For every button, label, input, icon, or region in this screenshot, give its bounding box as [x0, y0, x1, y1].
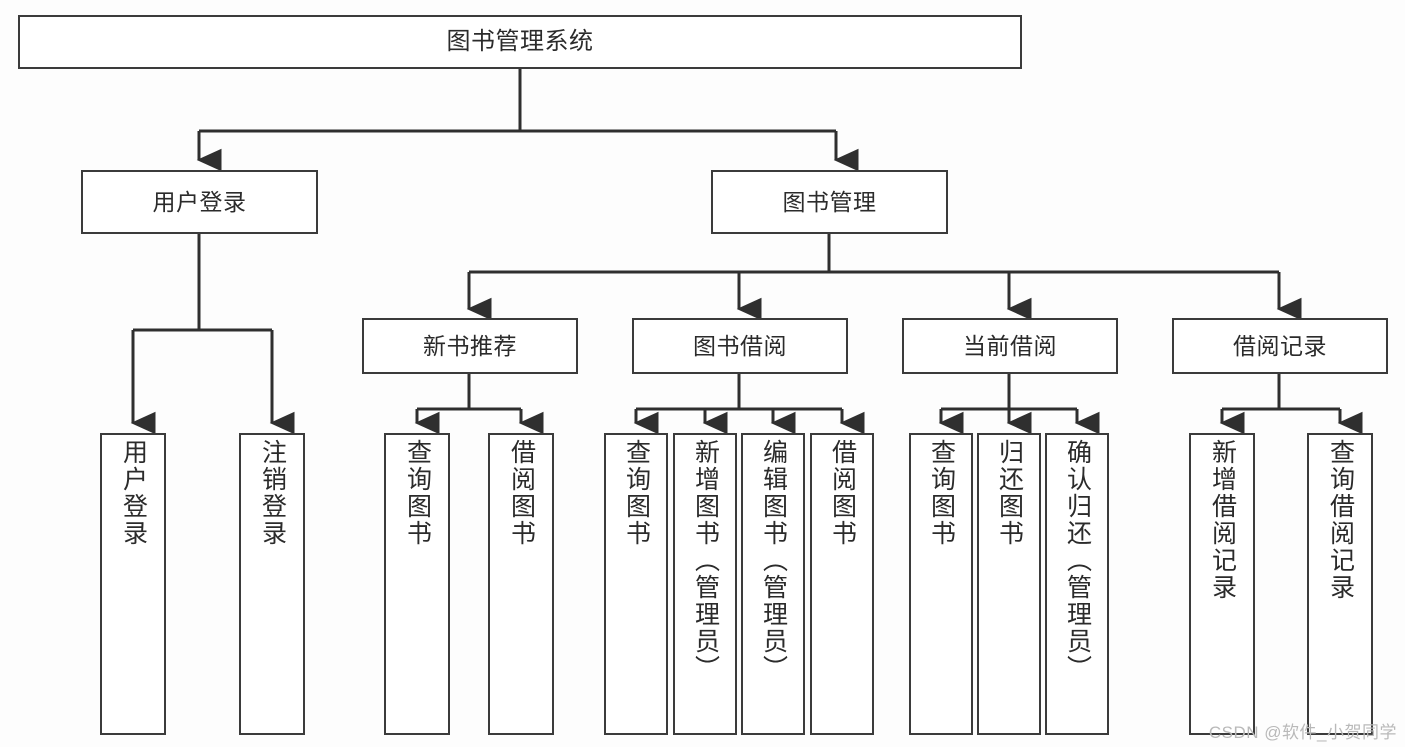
leaf-user-login-signin[interactable]: 用户登录: [100, 433, 166, 735]
leaf-user-login-signout-label: 注销登录: [258, 439, 287, 547]
node-new-book-recommend-label: 新书推荐: [423, 332, 517, 359]
leaf-current-confirm-return[interactable]: 确认归还（管理员）: [1045, 433, 1109, 735]
leaf-record-query[interactable]: 查询借阅记录: [1307, 433, 1373, 735]
leaf-current-confirm-return-label: 确认归还（管理员）: [1063, 439, 1092, 682]
leaf-record-query-label: 查询借阅记录: [1326, 439, 1355, 601]
node-book-management-label: 图书管理: [782, 188, 877, 215]
leaf-borrow-edit-book-label: 编辑图书（管理员）: [759, 439, 788, 682]
leaf-new-book-borrow-label: 借阅图书: [507, 439, 536, 547]
node-book-borrow[interactable]: 图书借阅: [632, 318, 848, 374]
leaf-user-login-signout[interactable]: 注销登录: [239, 433, 305, 735]
leaf-current-query-book[interactable]: 查询图书: [909, 433, 973, 735]
node-user-login-label: 用户登录: [152, 188, 247, 215]
leaf-new-book-query-label: 查询图书: [403, 439, 432, 547]
leaf-borrow-borrow-book-label: 借阅图书: [828, 439, 857, 547]
node-borrow-record[interactable]: 借阅记录: [1172, 318, 1388, 374]
leaf-borrow-query-book-label: 查询图书: [622, 439, 651, 547]
node-book-borrow-label: 图书借阅: [693, 332, 787, 359]
leaf-new-book-query[interactable]: 查询图书: [384, 433, 450, 735]
node-root-label: 图书管理系统: [446, 28, 594, 56]
leaf-borrow-add-book-label: 新增图书（管理员）: [691, 439, 720, 682]
leaf-borrow-borrow-book[interactable]: 借阅图书: [810, 433, 874, 735]
leaf-current-query-book-label: 查询图书: [927, 439, 956, 547]
node-borrow-record-label: 借阅记录: [1233, 332, 1327, 359]
leaf-new-book-borrow[interactable]: 借阅图书: [488, 433, 554, 735]
node-user-login[interactable]: 用户登录: [81, 170, 318, 234]
node-current-borrow-label: 当前借阅: [963, 332, 1057, 359]
leaf-record-add-label: 新增借阅记录: [1208, 439, 1237, 601]
leaf-current-return-book[interactable]: 归还图书: [977, 433, 1041, 735]
node-current-borrow[interactable]: 当前借阅: [902, 318, 1118, 374]
leaf-record-add[interactable]: 新增借阅记录: [1189, 433, 1255, 735]
node-root-book-management-system[interactable]: 图书管理系统: [18, 15, 1022, 69]
node-book-management[interactable]: 图书管理: [711, 170, 948, 234]
leaf-borrow-add-book[interactable]: 新增图书（管理员）: [673, 433, 737, 735]
leaf-user-login-signin-label: 用户登录: [119, 439, 148, 547]
leaf-current-return-book-label: 归还图书: [995, 439, 1024, 547]
leaf-borrow-edit-book[interactable]: 编辑图书（管理员）: [741, 433, 805, 735]
leaf-borrow-query-book[interactable]: 查询图书: [604, 433, 668, 735]
node-new-book-recommend[interactable]: 新书推荐: [362, 318, 578, 374]
watermark-text: CSDN @软件_小贺同学: [1208, 723, 1397, 742]
